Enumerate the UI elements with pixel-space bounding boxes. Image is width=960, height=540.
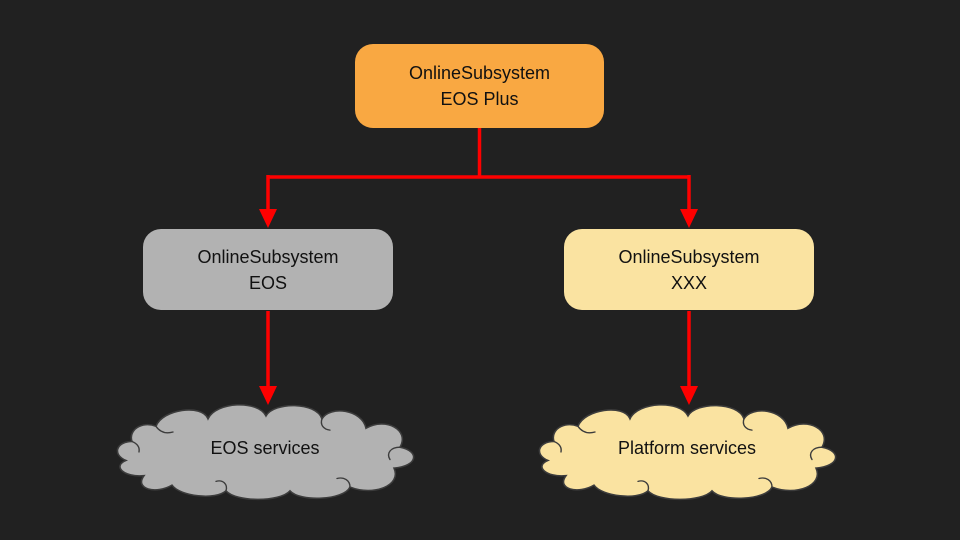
node-eos-plus: OnlineSubsystem EOS Plus	[355, 44, 604, 128]
arrowhead-to-eos-node	[259, 209, 277, 228]
cloud-eos-services-label: EOS services	[210, 437, 320, 458]
node-eos-line1: OnlineSubsystem	[197, 246, 339, 267]
node-eos-line2: EOS	[248, 272, 287, 293]
cloud-shape-icon	[116, 404, 415, 501]
node-eos-plus-line2: EOS Plus	[440, 89, 519, 109]
cloud-shape-icon	[538, 404, 837, 501]
cloud-platform-services-label: Platform services	[617, 437, 757, 458]
node-xxx-line2: XXX	[670, 272, 708, 293]
node-xxx: OnlineSubsystem XXX	[564, 229, 814, 310]
node-eos: OnlineSubsystem EOS	[143, 229, 393, 310]
node-eos-plus-line1: OnlineSubsystem	[408, 63, 551, 83]
arrowhead-to-xxx-node	[680, 209, 698, 228]
node-xxx-line1: OnlineSubsystem	[618, 246, 760, 267]
cloud-eos-services: EOS services	[106, 396, 424, 506]
cloud-platform-services: Platform services	[528, 396, 846, 506]
